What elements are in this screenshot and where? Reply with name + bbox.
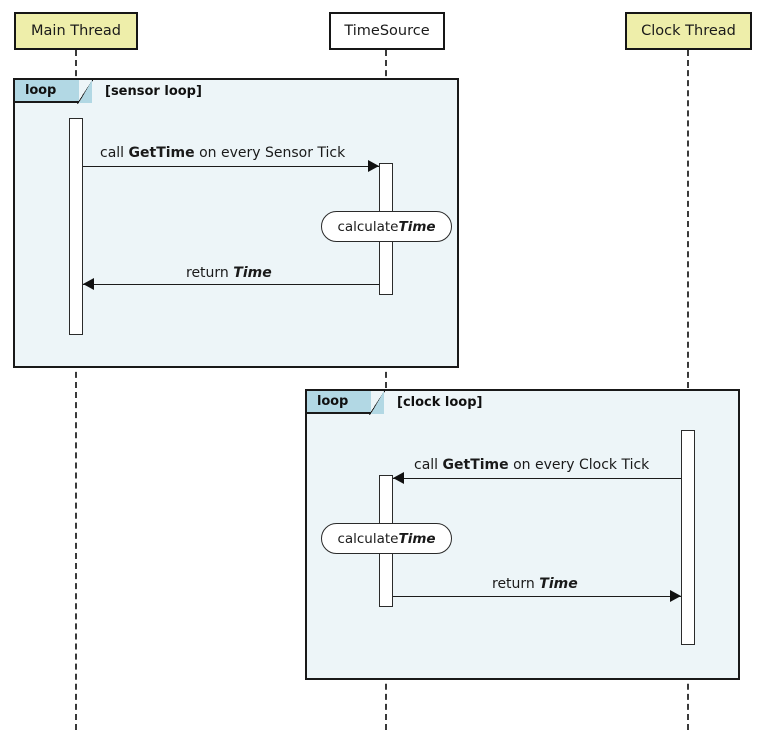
message-label-call-get-time-sensor: call GetTime on every Sensor Tick	[100, 145, 346, 161]
message-label-call-get-time-clock: call GetTime on every Clock Tick	[414, 457, 650, 473]
fragment-header-clock-loop: loop [clock loop]	[307, 390, 483, 415]
message-line-call-get-time-clock	[393, 478, 681, 479]
message-line-return-time-clock	[393, 596, 681, 597]
note-calculate-time-sensor: calculate Time	[321, 211, 452, 242]
fragment-header-sensor-loop: loop [sensor loop]	[15, 79, 202, 104]
fragment-operator-sensor-loop: loop	[15, 79, 93, 104]
participant-main[interactable]: Main Thread	[14, 12, 138, 50]
note-calculate-time-clock: calculate Time	[321, 523, 452, 554]
message-line-call-get-time-sensor	[83, 166, 379, 167]
participant-label-source: TimeSource	[344, 23, 430, 39]
participant-clock[interactable]: Clock Thread	[625, 12, 752, 50]
message-line-return-time-sensor	[83, 284, 379, 285]
activation-bar-main-act	[69, 118, 83, 335]
message-label-return-time-clock: return Time	[492, 576, 578, 592]
fragment-condition-sensor-loop: [sensor loop]	[105, 84, 202, 99]
activation-bar-clock-act	[681, 430, 695, 645]
fragment-operator-clock-loop: loop	[307, 390, 385, 415]
lifeline-main	[75, 50, 77, 730]
fragment-condition-clock-loop: [clock loop]	[397, 395, 483, 410]
participant-source[interactable]: TimeSource	[329, 12, 445, 50]
participant-label-main: Main Thread	[31, 23, 121, 39]
message-arrowhead-call-get-time-sensor	[368, 160, 379, 173]
message-arrowhead-call-get-time-clock	[393, 472, 404, 485]
message-arrowhead-return-time-sensor	[83, 278, 94, 291]
message-label-return-time-sensor: return Time	[186, 265, 272, 281]
participant-label-clock: Clock Thread	[641, 23, 736, 39]
fragment-sensor-loop: loop [sensor loop]	[13, 78, 459, 368]
message-arrowhead-return-time-clock	[670, 590, 681, 603]
